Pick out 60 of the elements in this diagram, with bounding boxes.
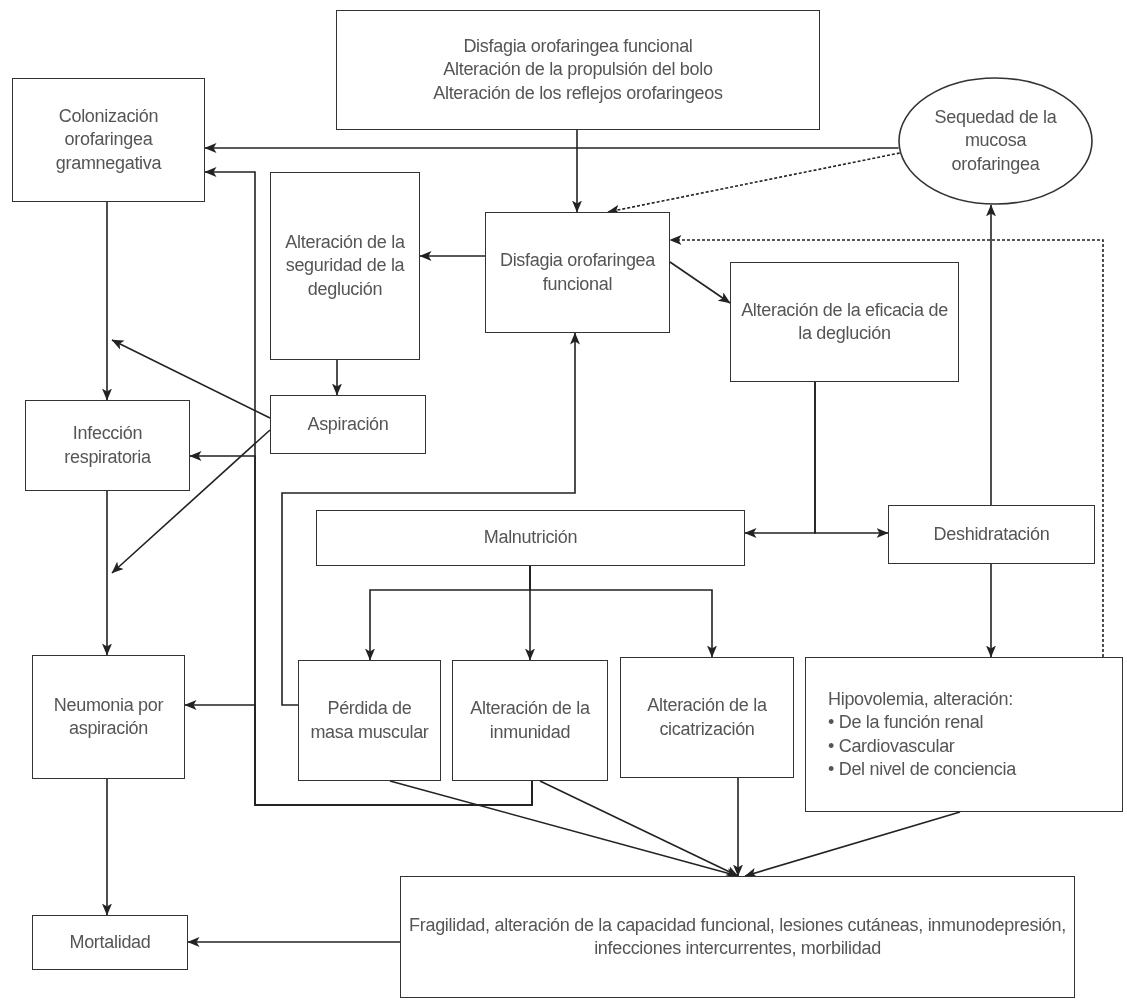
process-box: [32, 655, 185, 779]
arrow: [184, 700, 533, 806]
node-text: • Del nivel de conciencia: [828, 757, 1016, 781]
arrow: [669, 261, 731, 304]
arrow: [986, 563, 996, 658]
arrow: [102, 201, 112, 401]
process-box: [316, 510, 745, 566]
node-text: • De la función renal: [828, 711, 984, 735]
node-text: Disfagia orofaringea funcional: [498, 249, 657, 296]
process-box: [888, 505, 1095, 564]
arrow: [111, 429, 271, 574]
arrow: [539, 780, 739, 877]
arrow: [419, 251, 486, 261]
node-text: Alteración de la propulsión del bolo: [443, 58, 713, 82]
process-box: [32, 915, 188, 970]
arrow: [332, 359, 342, 396]
node-text: Alteración de la eficacia de la deglución: [740, 298, 949, 345]
node-text: Malnutrición: [483, 526, 578, 550]
node-text: Alteración de la cicatrización: [646, 694, 768, 741]
arrow: [281, 332, 580, 706]
arrow: [102, 490, 112, 656]
node-text: Alteración de la seguridad de la deglución: [284, 230, 406, 301]
node-text: Aspiración: [307, 412, 389, 436]
arrow: [744, 811, 961, 878]
arrow: [814, 381, 889, 538]
arrow: [572, 129, 582, 213]
process-box: [270, 395, 426, 454]
node-text: Fragilidad, alteración de la capacidad funcional, lesiones cutáneas, inmunodepresión, infecciones intercurrentes, morbilidad: [409, 913, 1066, 960]
process-box: [452, 660, 608, 781]
arrow: [102, 778, 112, 916]
node-text: Deshidratación: [933, 522, 1050, 546]
node-text: Colonización orofaringea gramnegativa: [54, 104, 163, 175]
node-text: • Cardiovascular: [828, 734, 955, 758]
node-text: Infección respiratoria: [63, 422, 152, 469]
ellipse-node: [898, 77, 1093, 205]
node-text: Disfagia orofaringea funcional: [463, 34, 693, 58]
process-box: [805, 657, 1123, 812]
node-text: Pérdida de masa muscular: [309, 697, 430, 744]
process-box: [485, 212, 670, 333]
process-box: [270, 172, 420, 360]
process-box: [298, 660, 441, 781]
arrow: [986, 204, 996, 506]
arrow: [669, 235, 1104, 658]
process-box: [730, 262, 959, 382]
node-text: Hipovolemia, alteración:: [828, 687, 1013, 711]
arrow: [187, 937, 401, 947]
process-box: [336, 10, 820, 130]
process-box: [620, 657, 794, 778]
arrow: [111, 339, 271, 419]
node-text: Sequedad de la mucosa orofaringea: [933, 105, 1058, 176]
node-text: Alteración de los reflejos orofaringeos: [433, 81, 723, 105]
node-text: Neumonia por aspiración: [52, 693, 165, 740]
process-box: [12, 78, 205, 202]
process-box: [400, 876, 1075, 998]
node-text: Mortalidad: [69, 930, 151, 954]
arrow: [733, 777, 743, 877]
process-box: [25, 400, 190, 491]
arrow: [204, 143, 900, 153]
arrow: [529, 565, 717, 658]
node-text: Alteración de la inmunidad: [469, 697, 591, 744]
